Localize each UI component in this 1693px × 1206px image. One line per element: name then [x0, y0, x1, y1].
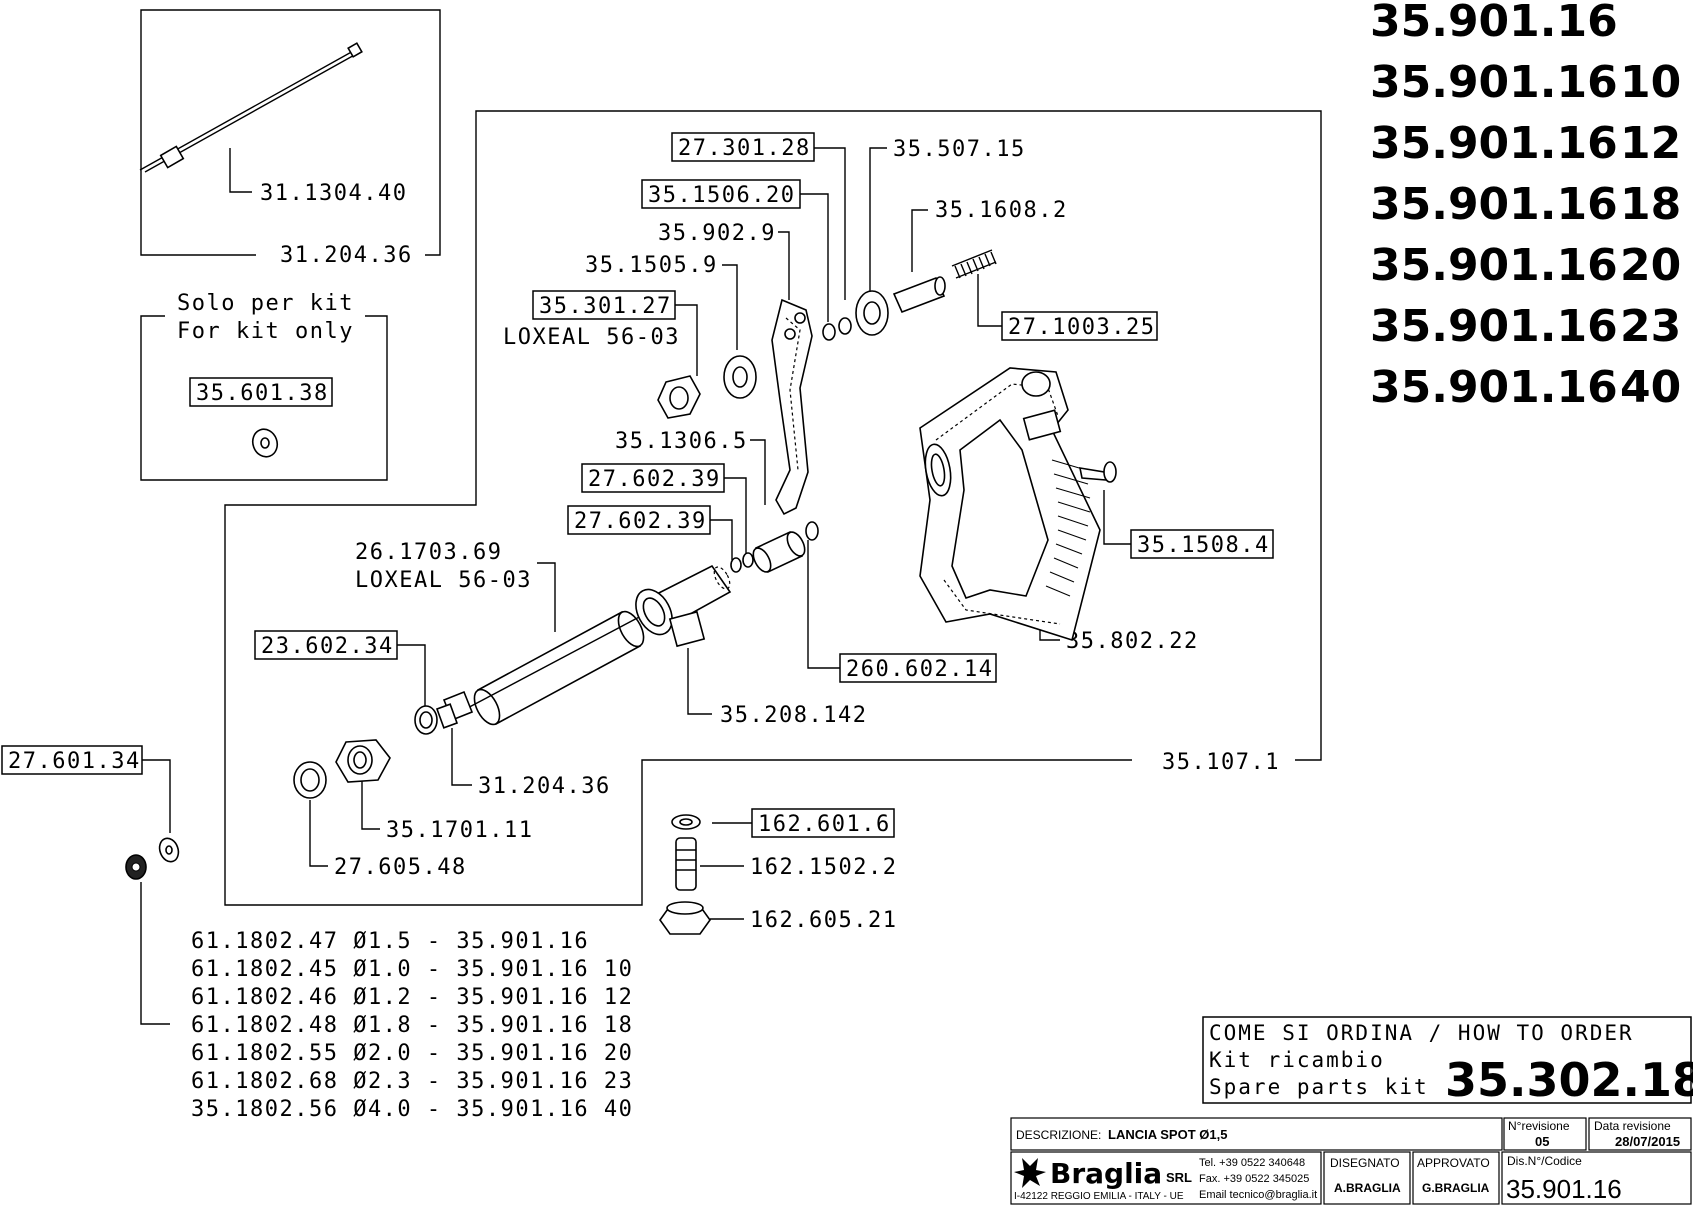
tb-code-label: Dis.N°/Codice: [1507, 1154, 1582, 1168]
header-code-6: 35.901.16: [1370, 362, 1618, 413]
tb-code-value: 35.901.16: [1506, 1174, 1622, 1204]
tb-drawn-label: DISEGNATO: [1330, 1156, 1400, 1170]
label-35-208-142: 35.208.142: [720, 703, 867, 728]
tb-drawn-value: A.BRAGLIA: [1334, 1181, 1401, 1195]
label-35-107-1: 35.107.1: [1162, 750, 1280, 775]
label-35-1701-11: 35.1701.11: [386, 818, 533, 843]
nozzle-row-1: 61.1802.45 Ø1.0 - 35.901.16 10: [191, 957, 633, 982]
nozzle-row-6: 35.1802.56 Ø4.0 - 35.901.16 40: [191, 1097, 633, 1122]
label-26-1703-69: 26.1703.69: [355, 540, 502, 565]
label-35-802-22: 35.802.22: [1066, 629, 1199, 654]
label-35-1306-5: 35.1306.5: [615, 429, 748, 454]
lance-nozzle-icon: [159, 145, 185, 169]
label-35-1506-20: 35.1506.20: [648, 183, 795, 208]
hose-tail-icon: [675, 837, 697, 891]
label-27-601-34: 27.601.34: [8, 749, 141, 774]
label-27-605-48: 27.605.48: [334, 855, 467, 880]
header-suffix-2: 12: [1620, 118, 1681, 169]
header-code-3: 35.901.16: [1370, 179, 1618, 230]
label-27-602-39-b: 27.602.39: [574, 509, 707, 534]
order-line1: COME SI ORDINA / HOW TO ORDER: [1209, 1021, 1634, 1045]
order-kit-code: 35.302.18: [1445, 1053, 1693, 1107]
label-lance-tube: 31.1304.40: [260, 181, 407, 206]
header-suffix-6: 40: [1620, 362, 1681, 413]
tb-brand: Braglia: [1050, 1157, 1162, 1190]
parts-illustration: [293, 249, 1117, 799]
header-codes: 35.901.16 35.901.16 10 35.901.16 12 35.9…: [1370, 0, 1681, 413]
header-code-4: 35.901.16: [1370, 240, 1618, 291]
kit-only-en: For kit only: [177, 319, 354, 344]
header-code-5: 35.901.16: [1370, 301, 1618, 352]
label-162-1502-2: 162.1502.2: [750, 855, 897, 880]
label-27-301-28: 27.301.28: [678, 136, 811, 161]
order-line2: Kit ricambio: [1209, 1048, 1385, 1072]
label-27-602-39-a: 27.602.39: [588, 467, 721, 492]
lance-box: 31.1304.40 31.204.36: [139, 9, 441, 268]
header-code-2: 35.901.16: [1370, 118, 1618, 169]
tb-approved-value: G.BRAGLIA: [1422, 1181, 1490, 1195]
tb-brand-suffix: SRL: [1166, 1170, 1192, 1185]
label-31-204-36: 31.204.36: [478, 774, 611, 799]
tb-date-value: 28/07/2015: [1615, 1134, 1680, 1149]
label-lance-assy: 31.204.36: [280, 243, 413, 268]
order-line3: Spare parts kit: [1209, 1075, 1429, 1099]
tb-rev-value: 05: [1535, 1134, 1549, 1149]
label-kit-part: 35.601.38: [196, 381, 329, 406]
nozzle-row-3: 61.1802.48 Ø1.8 - 35.901.16 18: [191, 1013, 633, 1038]
label-35-507-15: 35.507.15: [893, 137, 1026, 162]
label-35-1508-4: 35.1508.4: [1137, 533, 1270, 558]
tb-tel: Tel. +39 0522 340648: [1199, 1157, 1305, 1169]
label-loxeal-2: LOXEAL 56-03: [355, 568, 532, 593]
label-162-605-21: 162.605.21: [750, 908, 897, 933]
header-suffix-4: 20: [1620, 240, 1681, 291]
nozzle-row-2: 61.1802.46 Ø1.2 - 35.901.16 12: [191, 985, 633, 1010]
tb-desc-label: DESCRIZIONE:: [1016, 1128, 1101, 1142]
label-162-601-6: 162.601.6: [758, 812, 891, 837]
header-suffix-1: 10: [1620, 57, 1681, 108]
order-dot: .: [1680, 1077, 1693, 1101]
nozzle-row-0: 61.1802.47 Ø1.5 - 35.901.16: [191, 929, 589, 954]
tb-fax: Fax. +39 0522 345025: [1199, 1173, 1309, 1185]
kit-only-it: Solo per kit: [177, 291, 354, 316]
tb-date-label: Data revisione: [1594, 1119, 1671, 1133]
header-code-0: 35.901.16: [1370, 0, 1618, 47]
header-suffix-3: 18: [1620, 179, 1681, 230]
order-box: COME SI ORDINA / HOW TO ORDER Kit ricamb…: [1202, 1016, 1693, 1107]
tb-rev-label: N°revisione: [1508, 1119, 1570, 1133]
label-35-1608-2: 35.1608.2: [935, 198, 1068, 223]
kit-only-box: Solo per kit For kit only 35.601.38: [140, 291, 388, 481]
assembly-outline: [224, 110, 1322, 906]
label-27-1003-25: 27.1003.25: [1008, 315, 1155, 340]
header-suffix-5: 23: [1620, 301, 1681, 352]
label-35-1505-9: 35.1505.9: [585, 253, 718, 278]
title-block: DESCRIZIONE: LANCIA SPOT Ø1,5 N°revision…: [1010, 1117, 1692, 1205]
tb-address: I-42122 REGGIO EMILIA - ITALY - UE: [1014, 1191, 1184, 1202]
nozzle-row-4: 61.1802.55 Ø2.0 - 35.901.16 20: [191, 1041, 633, 1066]
nozzle-table: 61.1802.47 Ø1.5 - 35.901.16 61.1802.45 Ø…: [191, 929, 633, 1122]
label-260-602-14: 260.602.14: [846, 657, 993, 682]
label-23-602-34: 23.602.34: [261, 634, 394, 659]
label-35-301-27: 35.301.27: [539, 294, 672, 319]
tb-approved-label: APPROVATO: [1417, 1156, 1490, 1170]
nozzle-row-5: 61.1802.68 Ø2.3 - 35.901.16 23: [191, 1069, 633, 1094]
label-35-902-9: 35.902.9: [658, 221, 776, 246]
tb-email: Email tecnico@braglia.it: [1199, 1189, 1317, 1201]
header-code-1: 35.901.16: [1370, 57, 1618, 108]
label-loxeal-1: LOXEAL 56-03: [503, 325, 680, 350]
tb-desc-value: LANCIA SPOT Ø1,5: [1108, 1127, 1227, 1142]
braglia-logo-icon: [1014, 1158, 1046, 1188]
